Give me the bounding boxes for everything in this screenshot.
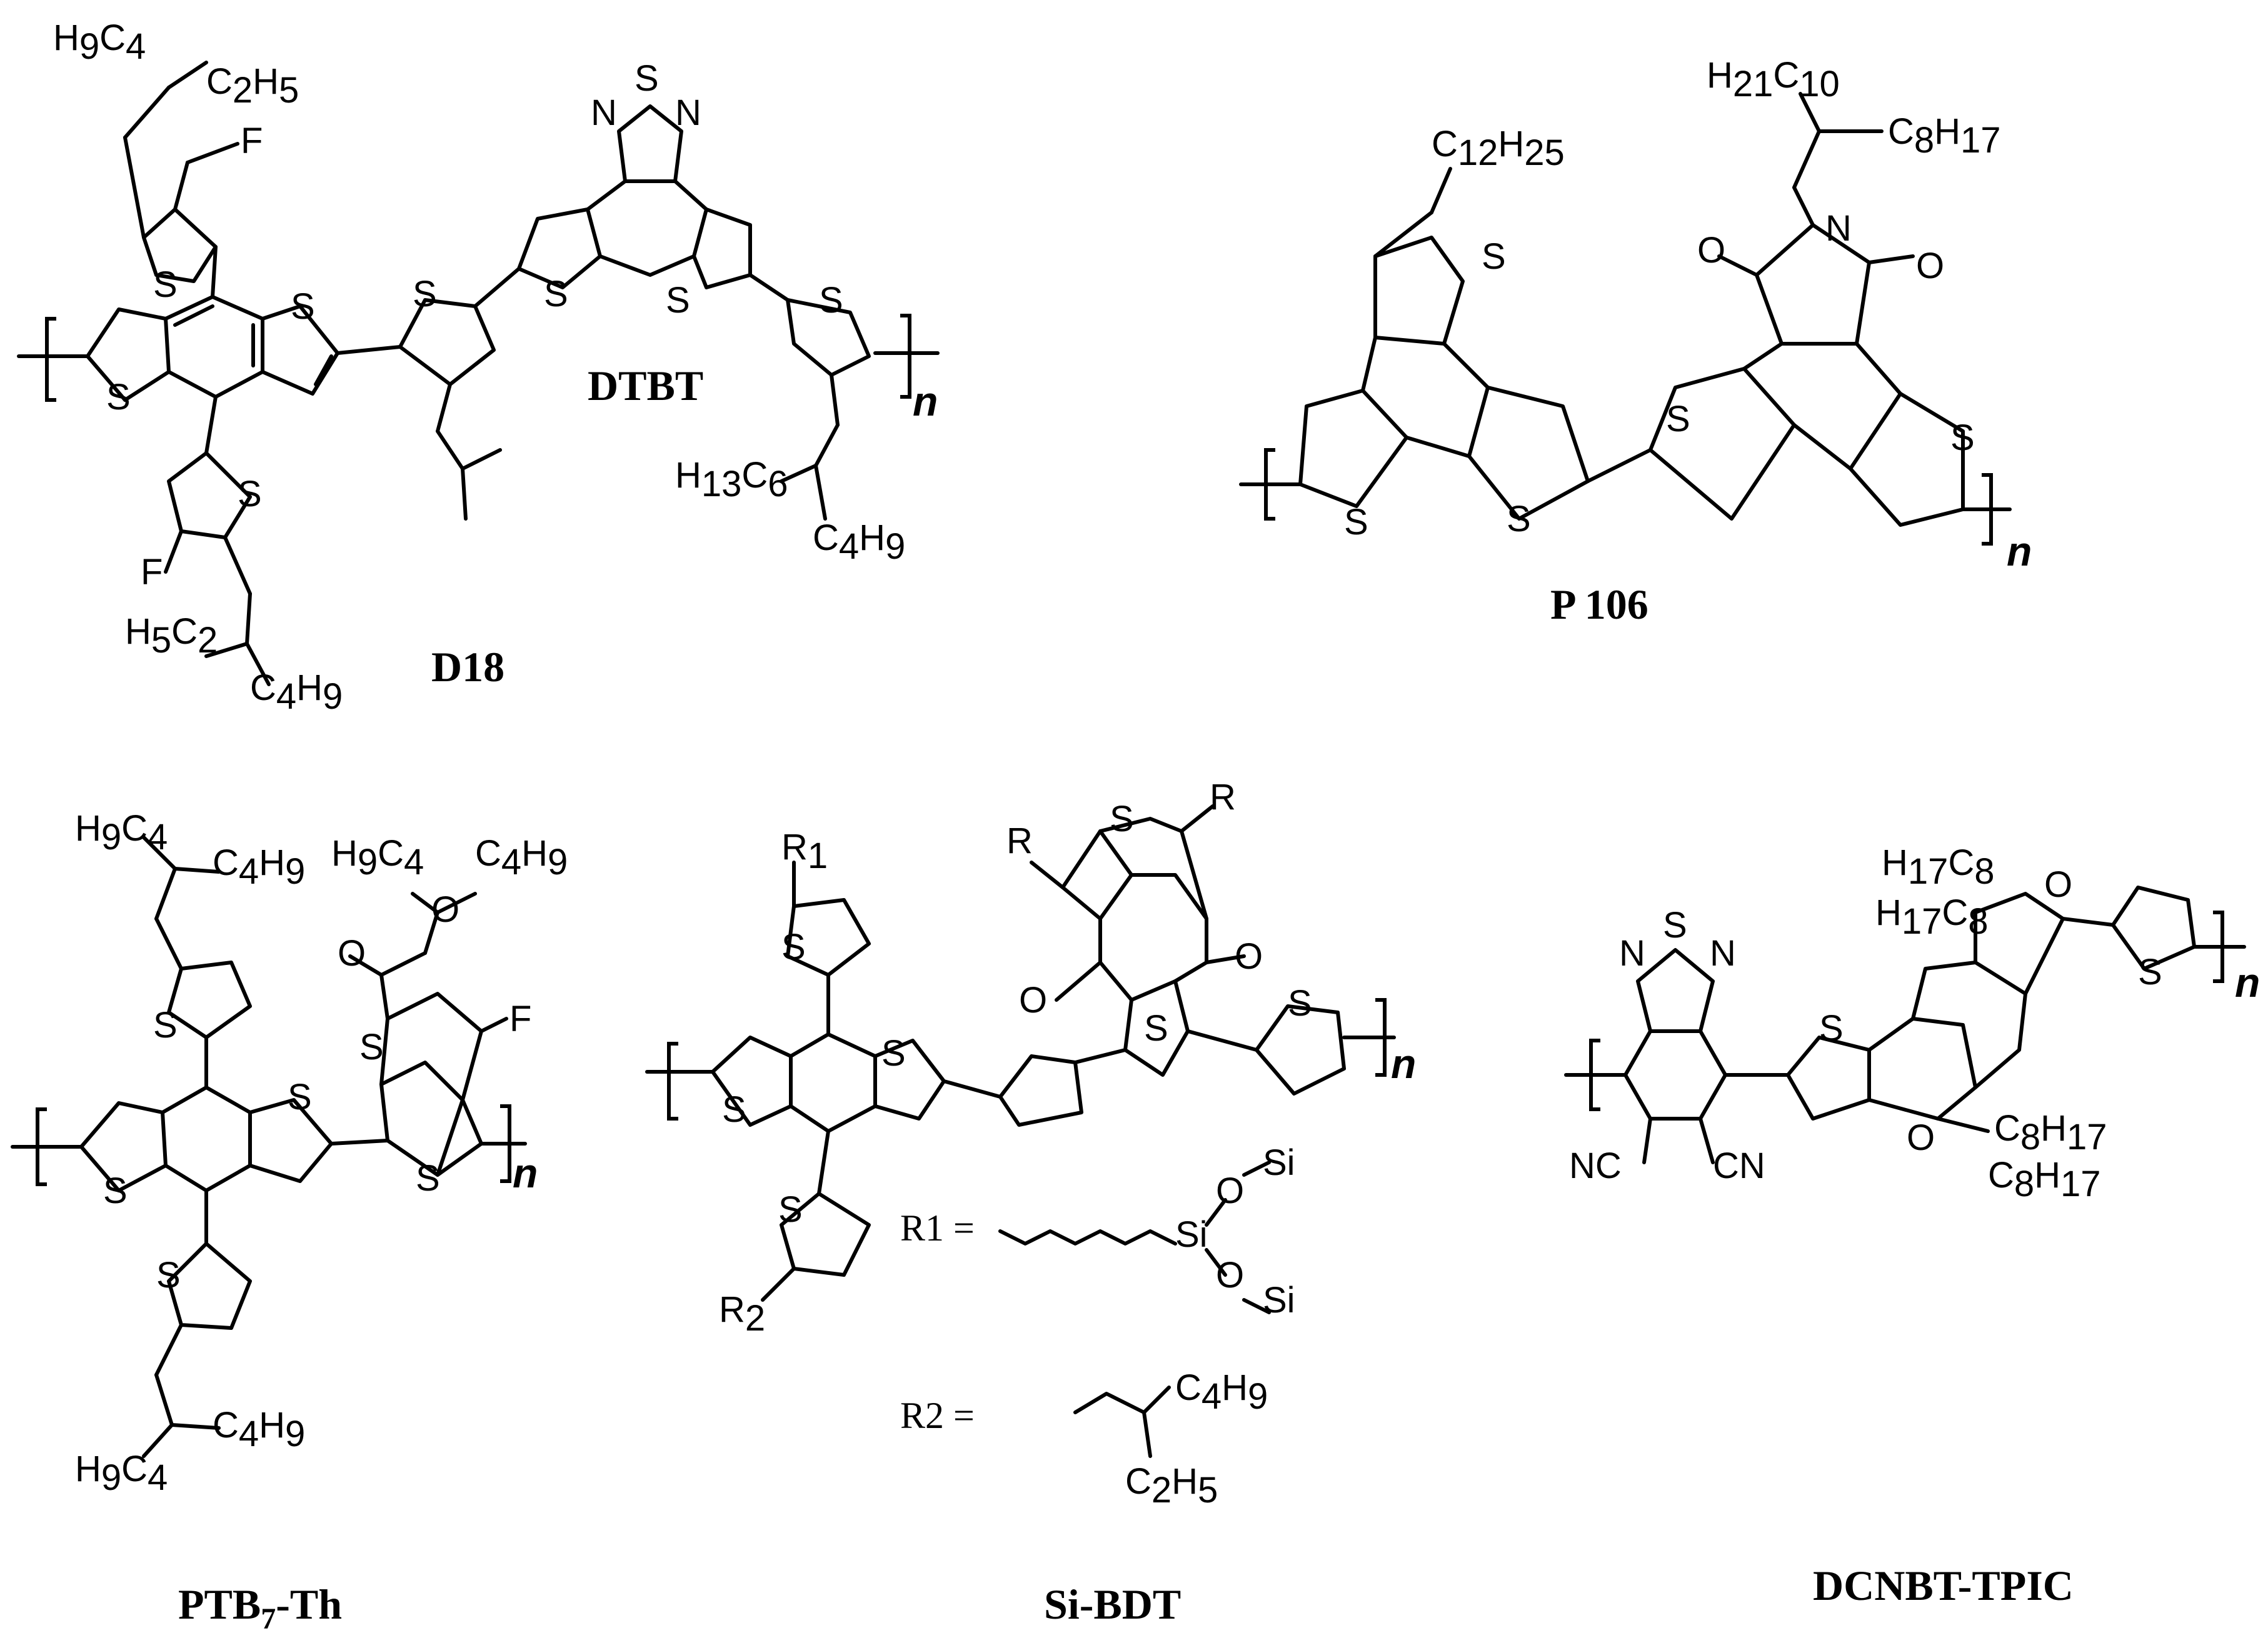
- d18-repeat-n: n: [913, 378, 938, 424]
- ptb7th-substituent: C4H9: [475, 833, 568, 882]
- d18-atom-s: S: [819, 280, 843, 321]
- sibdt-r2-substituent: C2H5: [1125, 1461, 1218, 1511]
- dcnbttpic-atom-s: S: [2138, 952, 2162, 992]
- sibdt-atom-s: S: [778, 1189, 803, 1230]
- dcnbttpic-atom-o: O: [1907, 1117, 1935, 1158]
- p106-substituent: C8H17: [1888, 111, 2001, 161]
- ptb7th-atom-s: S: [288, 1077, 312, 1117]
- d18-atom-s: S: [413, 274, 437, 314]
- dcnbttpic-substituent: H17C8: [1882, 842, 1995, 892]
- dcnbttpic-atom-cn: CN: [1713, 1146, 1765, 1186]
- sibdt-name: Si-BDT: [1044, 1581, 1181, 1628]
- sibdt-atom-o: O: [1235, 936, 1263, 977]
- dcnbttpic-substituent: H17C8: [1875, 892, 1989, 942]
- sibdt-atom-s: S: [1288, 983, 1312, 1024]
- structure-dcnbttpic: N S N S S O O NC CN H17C8 H17C8 C8H17 C8…: [1564, 842, 2260, 1609]
- dcnbttpic-atom-o: O: [2044, 864, 2072, 905]
- d18-name: D18: [431, 643, 504, 691]
- dcnbttpic-repeat-n: n: [2235, 959, 2260, 1006]
- structure-d18: S S S S S S S S N N F F S H9C4 C2H5 H5C2…: [17, 17, 940, 717]
- sibdt-repeat-n: n: [1391, 1041, 1416, 1087]
- d18-substituent: C4H9: [250, 667, 343, 717]
- d18-substituent: H5C2: [125, 611, 218, 661]
- structure-p106: S S S S S N O O C12H25 H21C10 C8H17 n P …: [1239, 55, 2032, 628]
- ptb7th-repeat-n: n: [513, 1150, 538, 1196]
- ptb7th-substituent: C4H9: [213, 1405, 305, 1454]
- p106-substituent: C12H25: [1432, 124, 1565, 173]
- sibdt-atom-r: R: [1006, 821, 1033, 861]
- p106-atom-s: S: [1344, 502, 1368, 542]
- ptb7th-atom-s: S: [153, 1005, 178, 1046]
- sibdt-r1-o: O: [1216, 1255, 1244, 1296]
- sibdt-atom-o: O: [1019, 980, 1047, 1021]
- d18-atom-s: S: [291, 286, 315, 327]
- p106-atom-n: N: [1825, 208, 1852, 249]
- dcnbttpic-atom-n: N: [1619, 933, 1645, 974]
- structure-ptb7th: S S S S S S O O F H9C4 C4H9 H9C4 C4H9 H9…: [11, 808, 568, 1636]
- sibdt-atom-s: S: [781, 927, 806, 967]
- sibdt-substituent-r1: R1: [781, 827, 828, 876]
- d18-atom-s: S: [666, 280, 690, 321]
- d18-atom-s: S: [106, 377, 131, 417]
- d18-atom-f: F: [241, 121, 263, 161]
- dcnbttpic-substituent: C8H17: [1988, 1155, 2101, 1204]
- dcnbttpic-atom-n: N: [1710, 933, 1736, 974]
- dcnbttpic-atom-nc: NC: [1569, 1146, 1622, 1186]
- d18-substituent: C4H9: [813, 517, 905, 567]
- ptb7th-substituent: C4H9: [213, 842, 305, 892]
- sibdt-atom-s: S: [722, 1089, 746, 1130]
- d18-substituent: H13C6: [675, 455, 788, 504]
- sibdt-r1-label: R1 =: [900, 1207, 975, 1249]
- p106-atom-o: O: [1916, 246, 1944, 286]
- d18-atom-n: N: [591, 92, 617, 133]
- p106-atom-s: S: [1507, 499, 1531, 539]
- ptb7th-name: PTB7-Th: [178, 1581, 342, 1636]
- structure-sibdt: S S S S S S S O O R R R1 R2 R1 = Si O Si…: [645, 777, 1416, 1628]
- sibdt-atom-s: S: [1110, 799, 1134, 839]
- d18-atom-f: F: [141, 552, 163, 592]
- sibdt-atom-r: R: [1210, 777, 1236, 817]
- ptb7th-substituent: H9C4: [75, 808, 168, 857]
- sibdt-r1-si: Si: [1175, 1214, 1208, 1255]
- p106-atom-o: O: [1697, 230, 1725, 271]
- d18-subunit-label: DTBT: [588, 362, 703, 409]
- d18-substituent: H9C4: [53, 17, 146, 67]
- p106-repeat-n: n: [2007, 528, 2032, 574]
- p106-atom-s: S: [1666, 399, 1690, 439]
- sibdt-r2-substituent: C4H9: [1175, 1367, 1268, 1417]
- dcnbttpic-name: DCNBT-TPIC: [1813, 1562, 2074, 1609]
- dcnbttpic-atom-s: S: [1819, 1008, 1844, 1049]
- d18-substituent: C2H5: [206, 61, 299, 111]
- d18-atom-s: S: [153, 264, 178, 305]
- sibdt-atom-s: S: [881, 1033, 906, 1074]
- ptb7th-atom-s: S: [156, 1255, 181, 1296]
- ptb7th-substituent: H9C4: [75, 1449, 168, 1498]
- sibdt-r1-si: Si: [1263, 1142, 1295, 1183]
- ptb7th-atom-s: S: [359, 1027, 384, 1067]
- p106-atom-s: S: [1482, 236, 1506, 277]
- dcnbttpic-atom-s: S: [1663, 905, 1687, 946]
- p106-atom-s: S: [1950, 417, 1975, 458]
- d18-atom-s: S: [635, 58, 659, 99]
- ptb7th-substituent: H9C4: [331, 833, 424, 882]
- ptb7th-atom-o: O: [338, 933, 366, 974]
- sibdt-r1-o: O: [1216, 1171, 1244, 1211]
- sibdt-r2-label: R2 =: [900, 1395, 975, 1436]
- p106-substituent: H21C10: [1707, 55, 1840, 104]
- ptb7th-atom-f: F: [509, 999, 531, 1039]
- ptb7th-atom-s: S: [103, 1171, 128, 1211]
- d18-atom-n: N: [675, 92, 701, 133]
- dcnbttpic-substituent: C8H17: [1994, 1108, 2107, 1157]
- d18-atom-s: S: [544, 274, 568, 314]
- ptb7th-atom-o: O: [431, 889, 459, 930]
- sibdt-atom-s: S: [1144, 1008, 1168, 1049]
- p106-name: P 106: [1550, 581, 1648, 628]
- sibdt-substituent-r2: R2: [719, 1289, 765, 1339]
- sibdt-r1-si: Si: [1263, 1280, 1295, 1321]
- d18-atom-s: S: [238, 474, 262, 514]
- ptb7th-atom-s: S: [416, 1158, 440, 1199]
